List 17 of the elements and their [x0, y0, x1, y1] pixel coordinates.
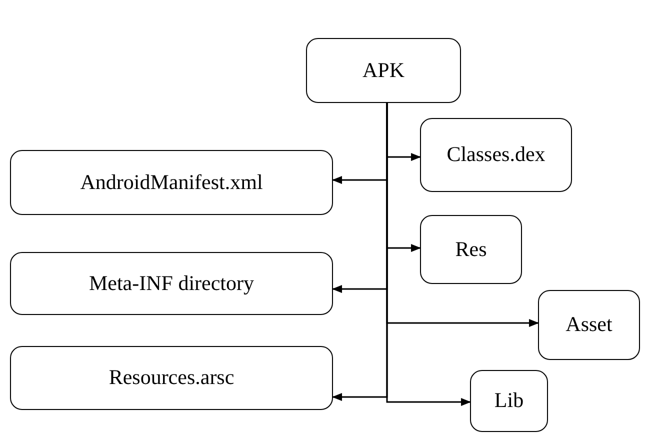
rounded-box	[420, 215, 522, 284]
rounded-box	[10, 150, 333, 215]
rounded-box	[10, 252, 333, 315]
rounded-box	[306, 38, 461, 103]
rounded-box	[538, 290, 640, 360]
box-label: Resources.arsc	[108, 364, 234, 392]
box-label: Classes.dex	[446, 141, 546, 168]
box-label: Asset	[566, 311, 612, 338]
rounded-box	[420, 118, 572, 192]
box-label: APK	[362, 56, 404, 84]
rounded-box	[470, 370, 548, 432]
box-label: Res	[455, 236, 487, 263]
rounded-box	[10, 346, 333, 410]
box-label: Meta-INF directory	[88, 270, 254, 297]
box-label: AndroidManifest.xml	[80, 168, 263, 196]
box-label: Lib	[494, 387, 524, 414]
arrow	[386, 103, 471, 406]
